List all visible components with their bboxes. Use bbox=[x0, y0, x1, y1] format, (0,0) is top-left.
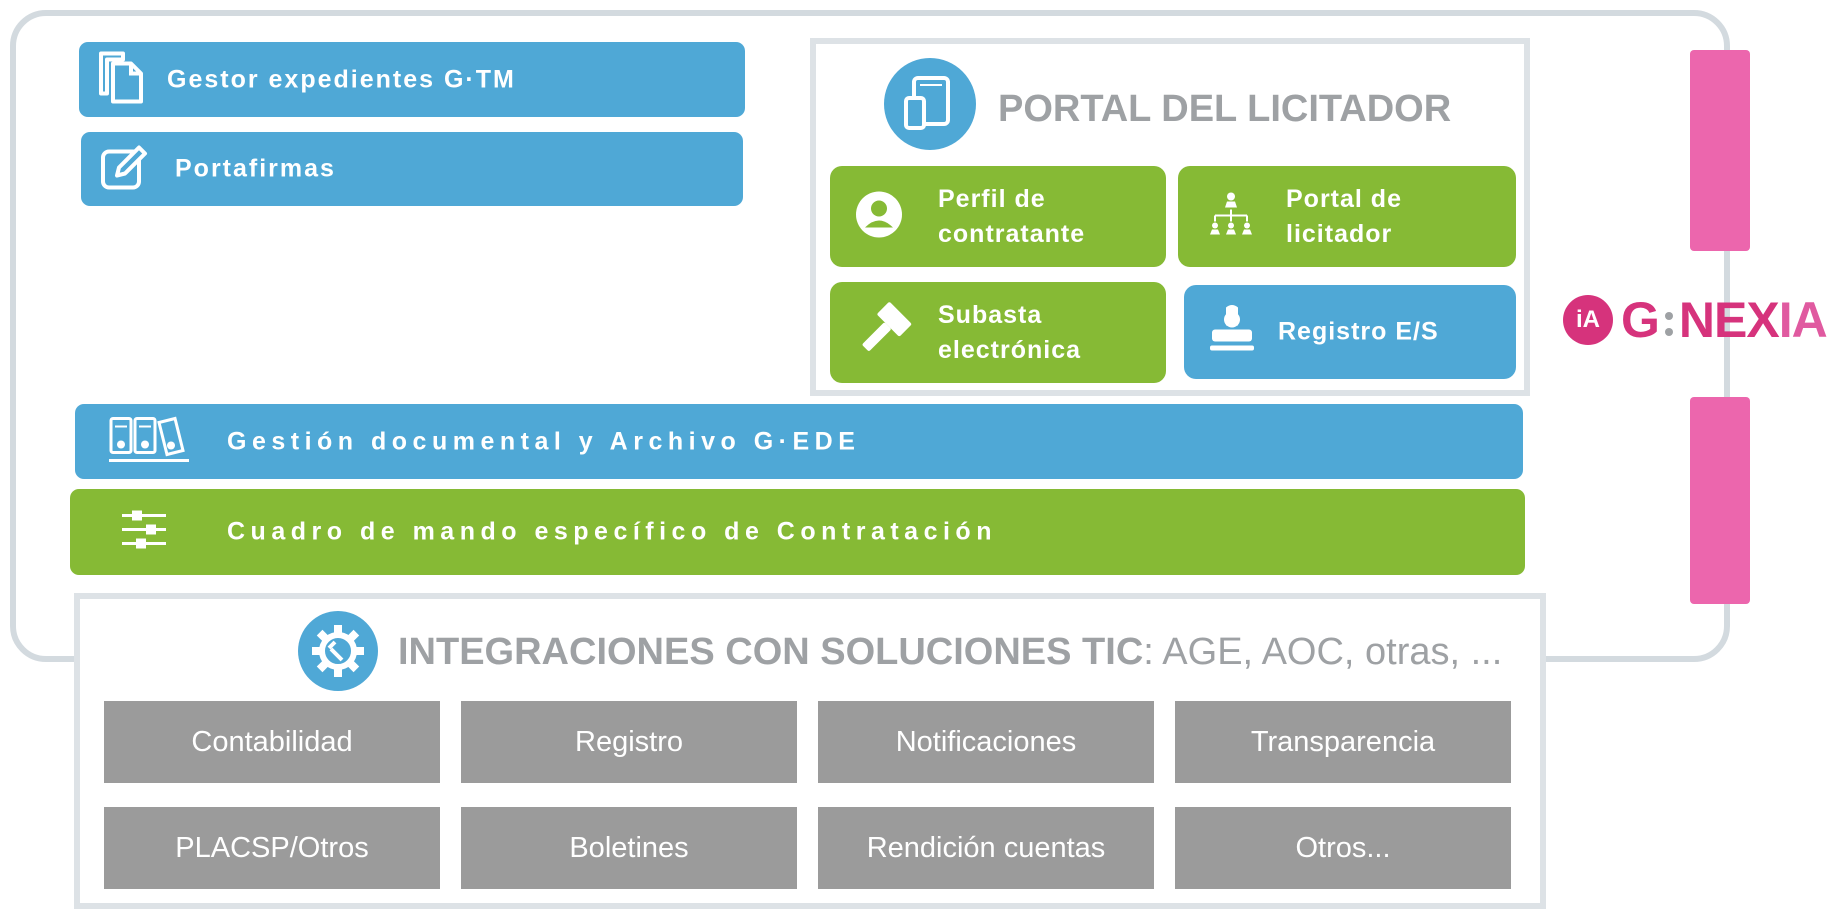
registro-es-tile[interactable]: Registro E/S bbox=[1184, 285, 1516, 379]
document-icon bbox=[93, 49, 149, 110]
tablet-phone-icon bbox=[884, 58, 976, 150]
subasta-electronica-tile[interactable]: Subasta electrónica bbox=[830, 282, 1166, 383]
edit-icon bbox=[99, 142, 151, 197]
ginexia-logo: iA G NEXIA bbox=[1563, 292, 1831, 348]
portal-title: PORTAL DEL LICITADOR bbox=[998, 88, 1452, 130]
portal-licitador-panel: PORTAL DEL LICITADOR Perfil de contratan… bbox=[810, 38, 1530, 396]
portal-licitador-tile[interactable]: Portal de licitador bbox=[1178, 166, 1516, 267]
stamp-icon bbox=[1206, 304, 1258, 361]
integraciones-panel: INTEGRACIONES CON SOLUCIONES TIC: AGE, A… bbox=[74, 593, 1546, 909]
perfil-line1: Perfil de bbox=[938, 184, 1046, 213]
pink-bar-top bbox=[1690, 50, 1750, 251]
ginexia-badge: iA bbox=[1563, 295, 1613, 345]
ginexia-ia: IA bbox=[1778, 292, 1828, 348]
portafirmas-label: Portafirmas bbox=[175, 154, 336, 183]
subasta-line1: Subasta bbox=[938, 300, 1043, 329]
ginexia-dots bbox=[1662, 304, 1676, 344]
ginexia-nex: NEX bbox=[1678, 292, 1780, 348]
integration-registro[interactable]: Registro bbox=[461, 701, 797, 783]
gestion-documental-module[interactable]: Gestión documental y Archivo G·EDE bbox=[75, 404, 1523, 479]
registro-es-label: Registro E/S bbox=[1278, 317, 1439, 346]
user-circle-icon bbox=[854, 189, 904, 244]
gestor-expedientes-label: Gestor expedientes G·TM bbox=[167, 65, 516, 93]
subasta-line2: electrónica bbox=[938, 335, 1082, 364]
gear-wrench-icon bbox=[298, 611, 378, 691]
integration-placsp[interactable]: PLACSP/Otros bbox=[104, 807, 440, 889]
pink-bar-bottom bbox=[1690, 397, 1750, 604]
ginexia-wordmark: G NEXIA bbox=[1621, 292, 1828, 348]
org-chart-icon bbox=[1206, 189, 1256, 244]
integration-boletines[interactable]: Boletines bbox=[461, 807, 797, 889]
gestor-expedientes-module[interactable]: Gestor expedientes G·TM bbox=[79, 42, 745, 117]
archive-binders-icon bbox=[109, 414, 189, 469]
portal-licitador-line2: licitador bbox=[1286, 219, 1393, 248]
perfil-contratante-tile[interactable]: Perfil de contratante bbox=[830, 166, 1166, 267]
integration-rendicion-cuentas[interactable]: Rendición cuentas bbox=[818, 807, 1154, 889]
perfil-line2: contratante bbox=[938, 219, 1086, 248]
integration-transparencia[interactable]: Transparencia bbox=[1175, 701, 1511, 783]
ginexia-badge-text: iA bbox=[1576, 306, 1600, 333]
sliders-icon bbox=[122, 508, 166, 557]
cuadro-mando-label: Cuadro de mando específico de Contrataci… bbox=[227, 517, 997, 546]
gavel-icon bbox=[854, 301, 912, 364]
integraciones-title-bold: INTEGRACIONES CON SOLUCIONES TIC bbox=[398, 631, 1144, 673]
integration-contabilidad[interactable]: Contabilidad bbox=[104, 701, 440, 783]
integraciones-title-rest: : AGE, AOC, otras, ... bbox=[1143, 631, 1503, 673]
integration-otros[interactable]: Otros... bbox=[1175, 807, 1511, 889]
cuadro-mando-module[interactable]: Cuadro de mando específico de Contrataci… bbox=[70, 489, 1525, 575]
integraciones-title: INTEGRACIONES CON SOLUCIONES TIC: AGE, A… bbox=[398, 631, 1502, 674]
ginexia-g: G bbox=[1621, 292, 1660, 348]
gestion-documental-label: Gestión documental y Archivo G·EDE bbox=[227, 427, 861, 455]
portafirmas-module[interactable]: Portafirmas bbox=[81, 132, 743, 206]
portal-licitador-line1: Portal de bbox=[1286, 184, 1402, 213]
integration-notificaciones[interactable]: Notificaciones bbox=[818, 701, 1154, 783]
